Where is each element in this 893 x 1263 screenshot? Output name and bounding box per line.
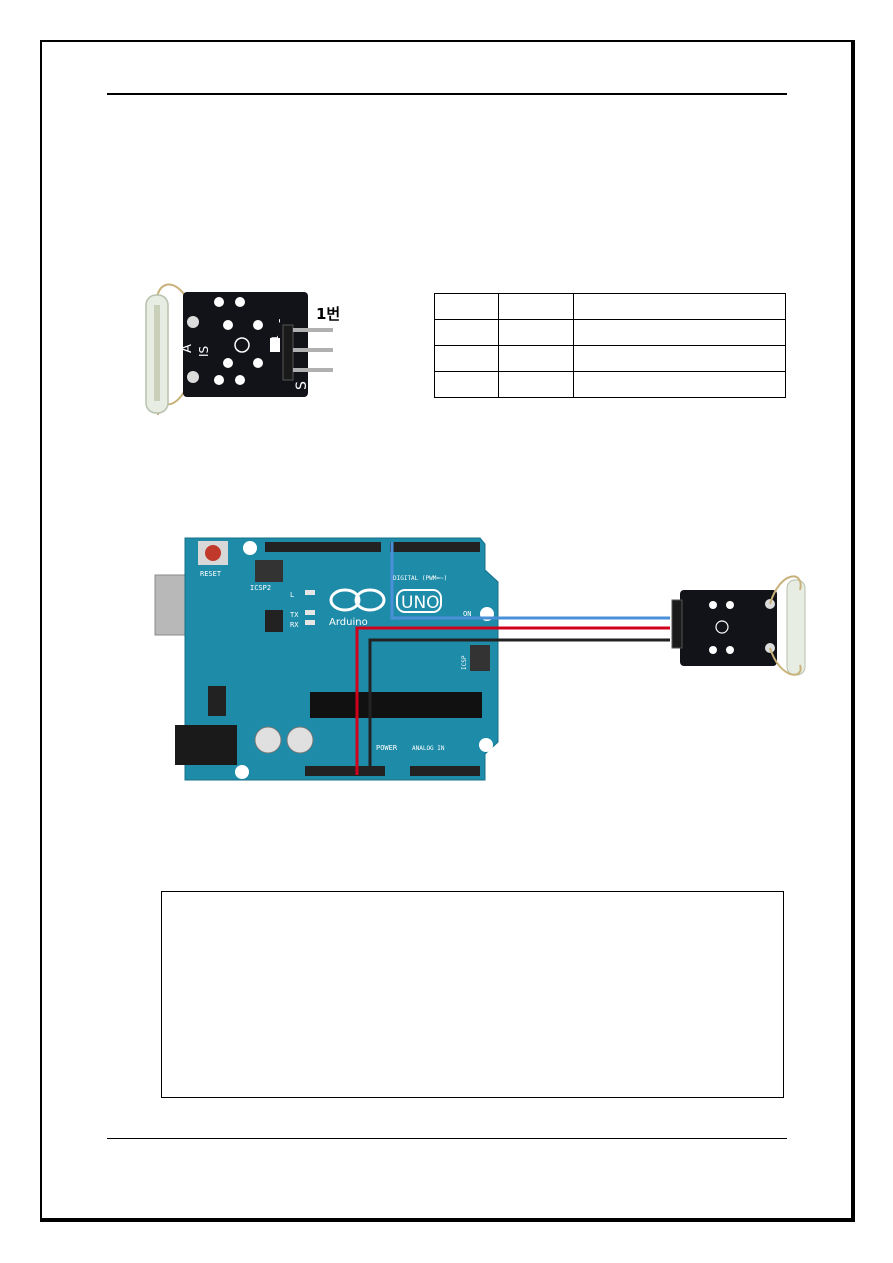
table-cell <box>498 371 574 398</box>
code-box <box>161 891 784 1098</box>
table-cell <box>573 319 786 346</box>
table-cell <box>498 319 574 346</box>
rx-label: RX <box>290 621 299 629</box>
footer-rule <box>107 1138 787 1139</box>
header-top-right <box>390 542 480 552</box>
pcb-label-minus: - <box>272 319 286 323</box>
l-label: L <box>290 591 294 599</box>
table-cell <box>498 345 574 372</box>
header-top-left <box>265 542 381 552</box>
brand-label: Arduino <box>329 617 368 628</box>
wiring-diagram: RESET ICSP2 DIGITAL (PWM=~) Arduino UNO … <box>154 537 806 781</box>
reed-switch-module-image: A IS R1 - S 1번 <box>145 283 340 415</box>
on-label: ON <box>463 610 471 618</box>
signal-wire <box>390 542 670 620</box>
table-cell <box>434 345 499 372</box>
table-cell <box>573 293 786 320</box>
table-cell <box>434 293 499 320</box>
reset-button <box>205 545 221 561</box>
table-cell <box>434 371 499 398</box>
icsp2-label: ICSP2 <box>250 584 271 592</box>
table-cell <box>573 345 786 372</box>
reset-label: RESET <box>200 570 222 578</box>
dc-jack <box>175 725 237 765</box>
header-analog <box>410 766 480 776</box>
pcb-label-is: IS <box>197 346 211 357</box>
arduino-board <box>184 537 499 781</box>
pcb-board <box>183 292 308 397</box>
table-cell <box>573 371 786 398</box>
table-row <box>434 319 786 346</box>
table-cell <box>434 319 499 346</box>
icsp-label: ICSP <box>461 655 468 670</box>
atmega-chip <box>310 692 482 718</box>
uno-label: UNO <box>401 593 440 613</box>
gnd-wire <box>368 638 670 775</box>
power-label: POWER <box>376 744 398 752</box>
vcc-wire <box>355 626 670 775</box>
pcb-label-s: S <box>294 381 310 390</box>
tx-label: TX <box>290 611 299 619</box>
table-row <box>434 371 786 398</box>
header-rule <box>107 93 787 95</box>
table-cell <box>498 293 574 320</box>
page-border <box>40 40 855 1222</box>
header-power <box>305 766 385 776</box>
analog-label: ANALOG IN <box>412 745 445 752</box>
pin-callout-label: 1번 <box>316 305 340 323</box>
pcb-label-r1: R1 <box>271 335 281 347</box>
digital-label: DIGITAL (PWM=~) <box>393 575 447 582</box>
table-row <box>434 345 786 372</box>
pin-table <box>434 293 786 398</box>
table-row <box>434 293 786 320</box>
pcb-label-a: A <box>180 344 195 353</box>
